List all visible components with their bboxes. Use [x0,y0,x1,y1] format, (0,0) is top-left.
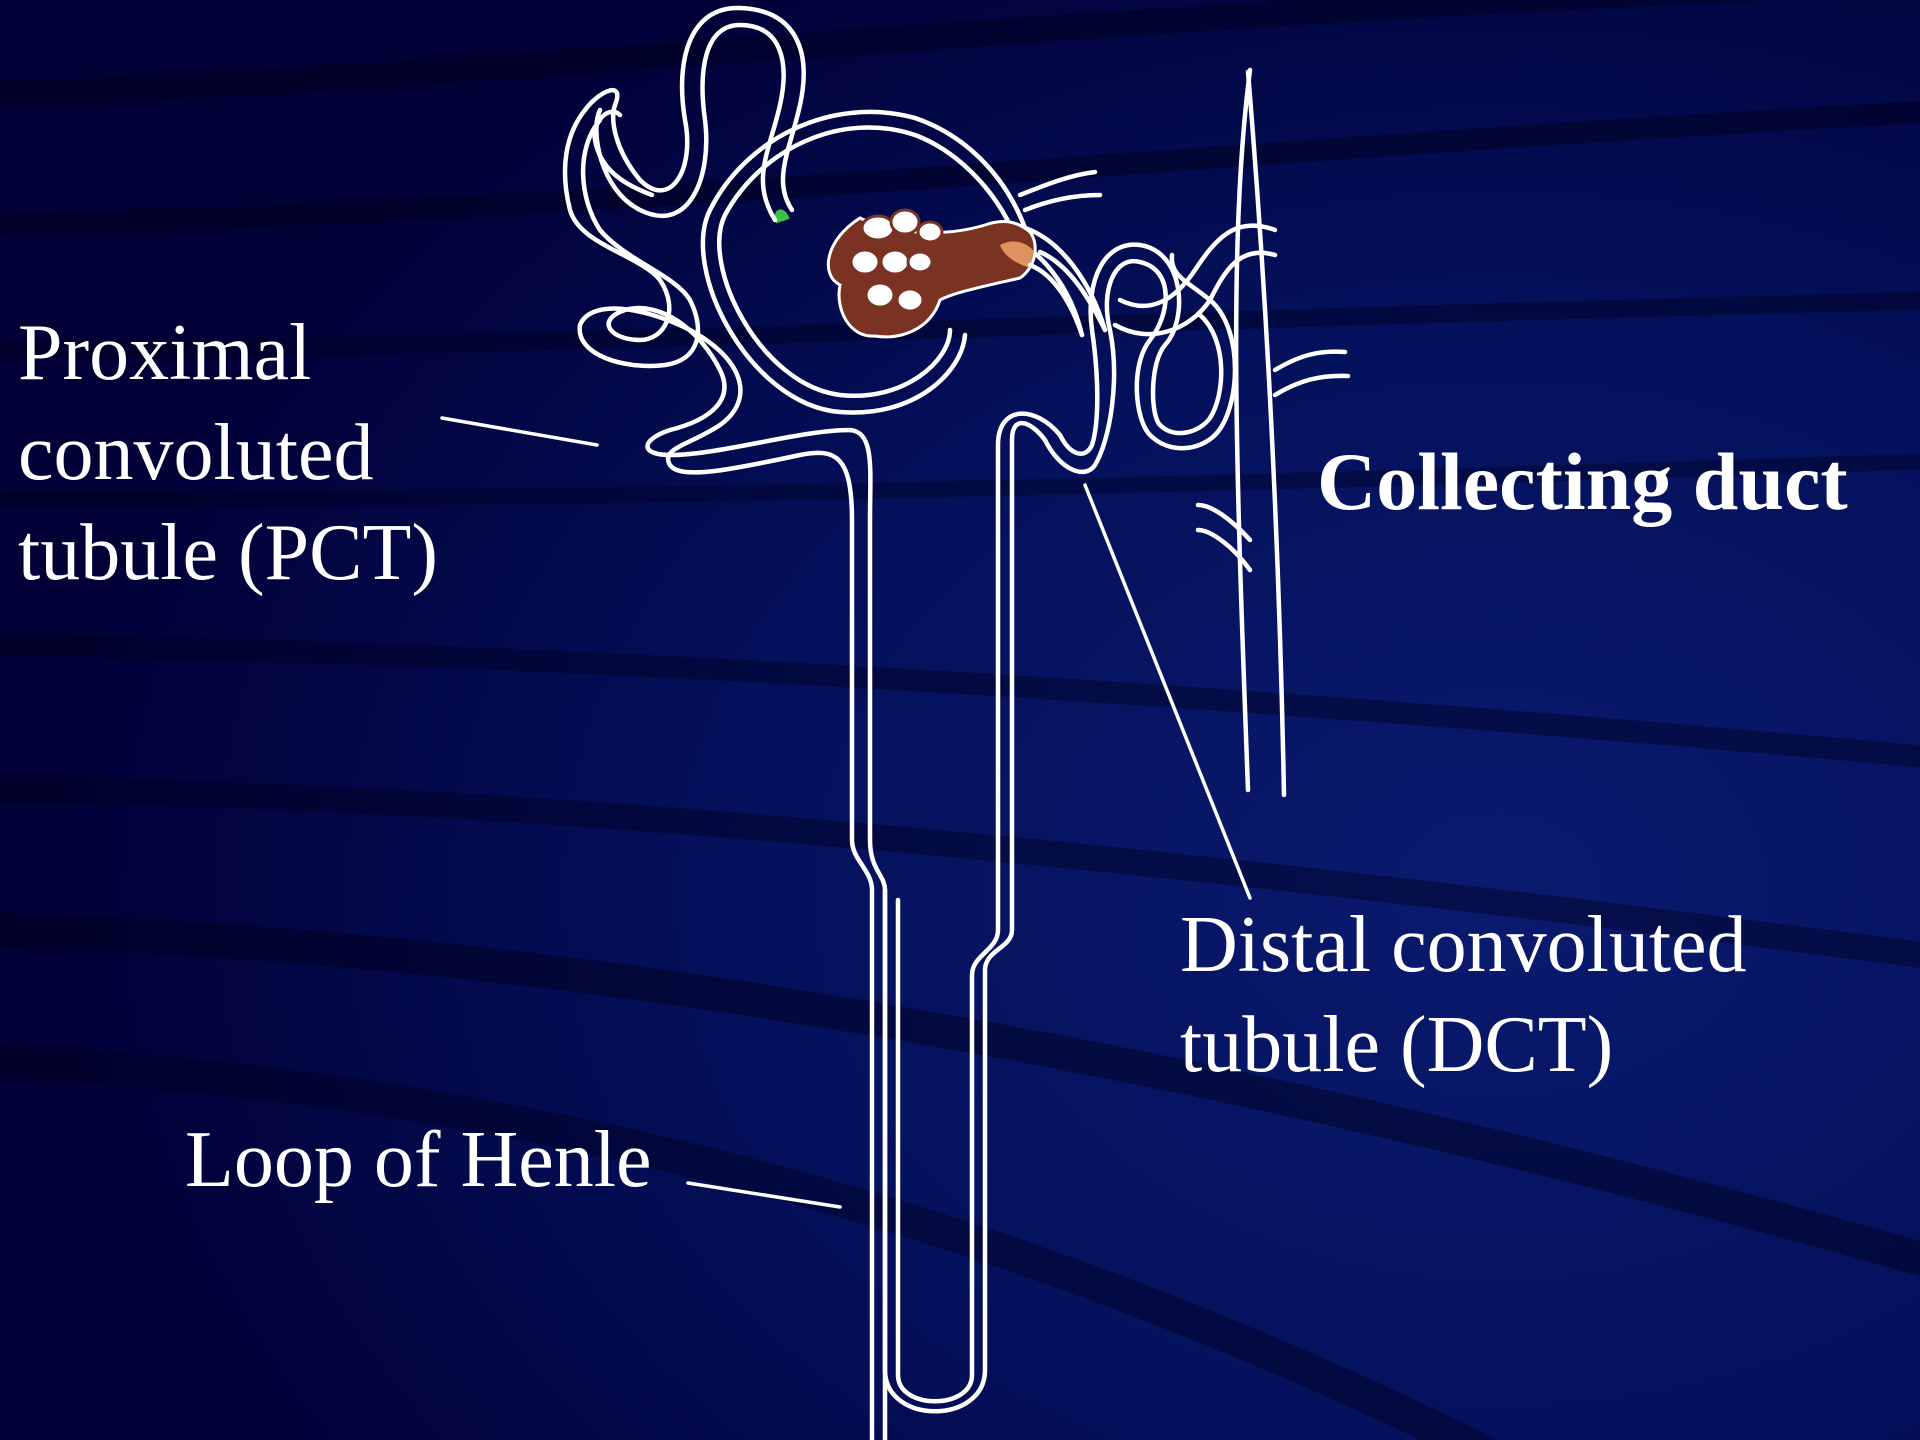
loh-leader-line [688,1183,840,1207]
pct-label-line-3: tubule (PCT) [18,503,438,603]
dct-label-line-1: Distal convoluted [1180,895,1747,995]
dct-label: Distal convoluted tubule (DCT) [1180,895,1747,1095]
glomerulus [779,210,1036,337]
loop-of-henle [885,414,1060,1412]
pct-label: Proximal convoluted tubule (PCT) [18,303,438,603]
pct-label-line-2: convoluted [18,403,438,503]
pct-label-line-1: Proximal [18,303,438,403]
pct-leader-line [442,418,597,445]
collecting-duct-label: Collecting duct [1317,432,1848,532]
loop-of-henle-label: Loop of Henle [185,1110,652,1210]
proximal-convoluted-tubule [565,8,885,1440]
dct-label-line-2: tubule (DCT) [1180,995,1747,1095]
dct-leader-line [1085,485,1250,898]
